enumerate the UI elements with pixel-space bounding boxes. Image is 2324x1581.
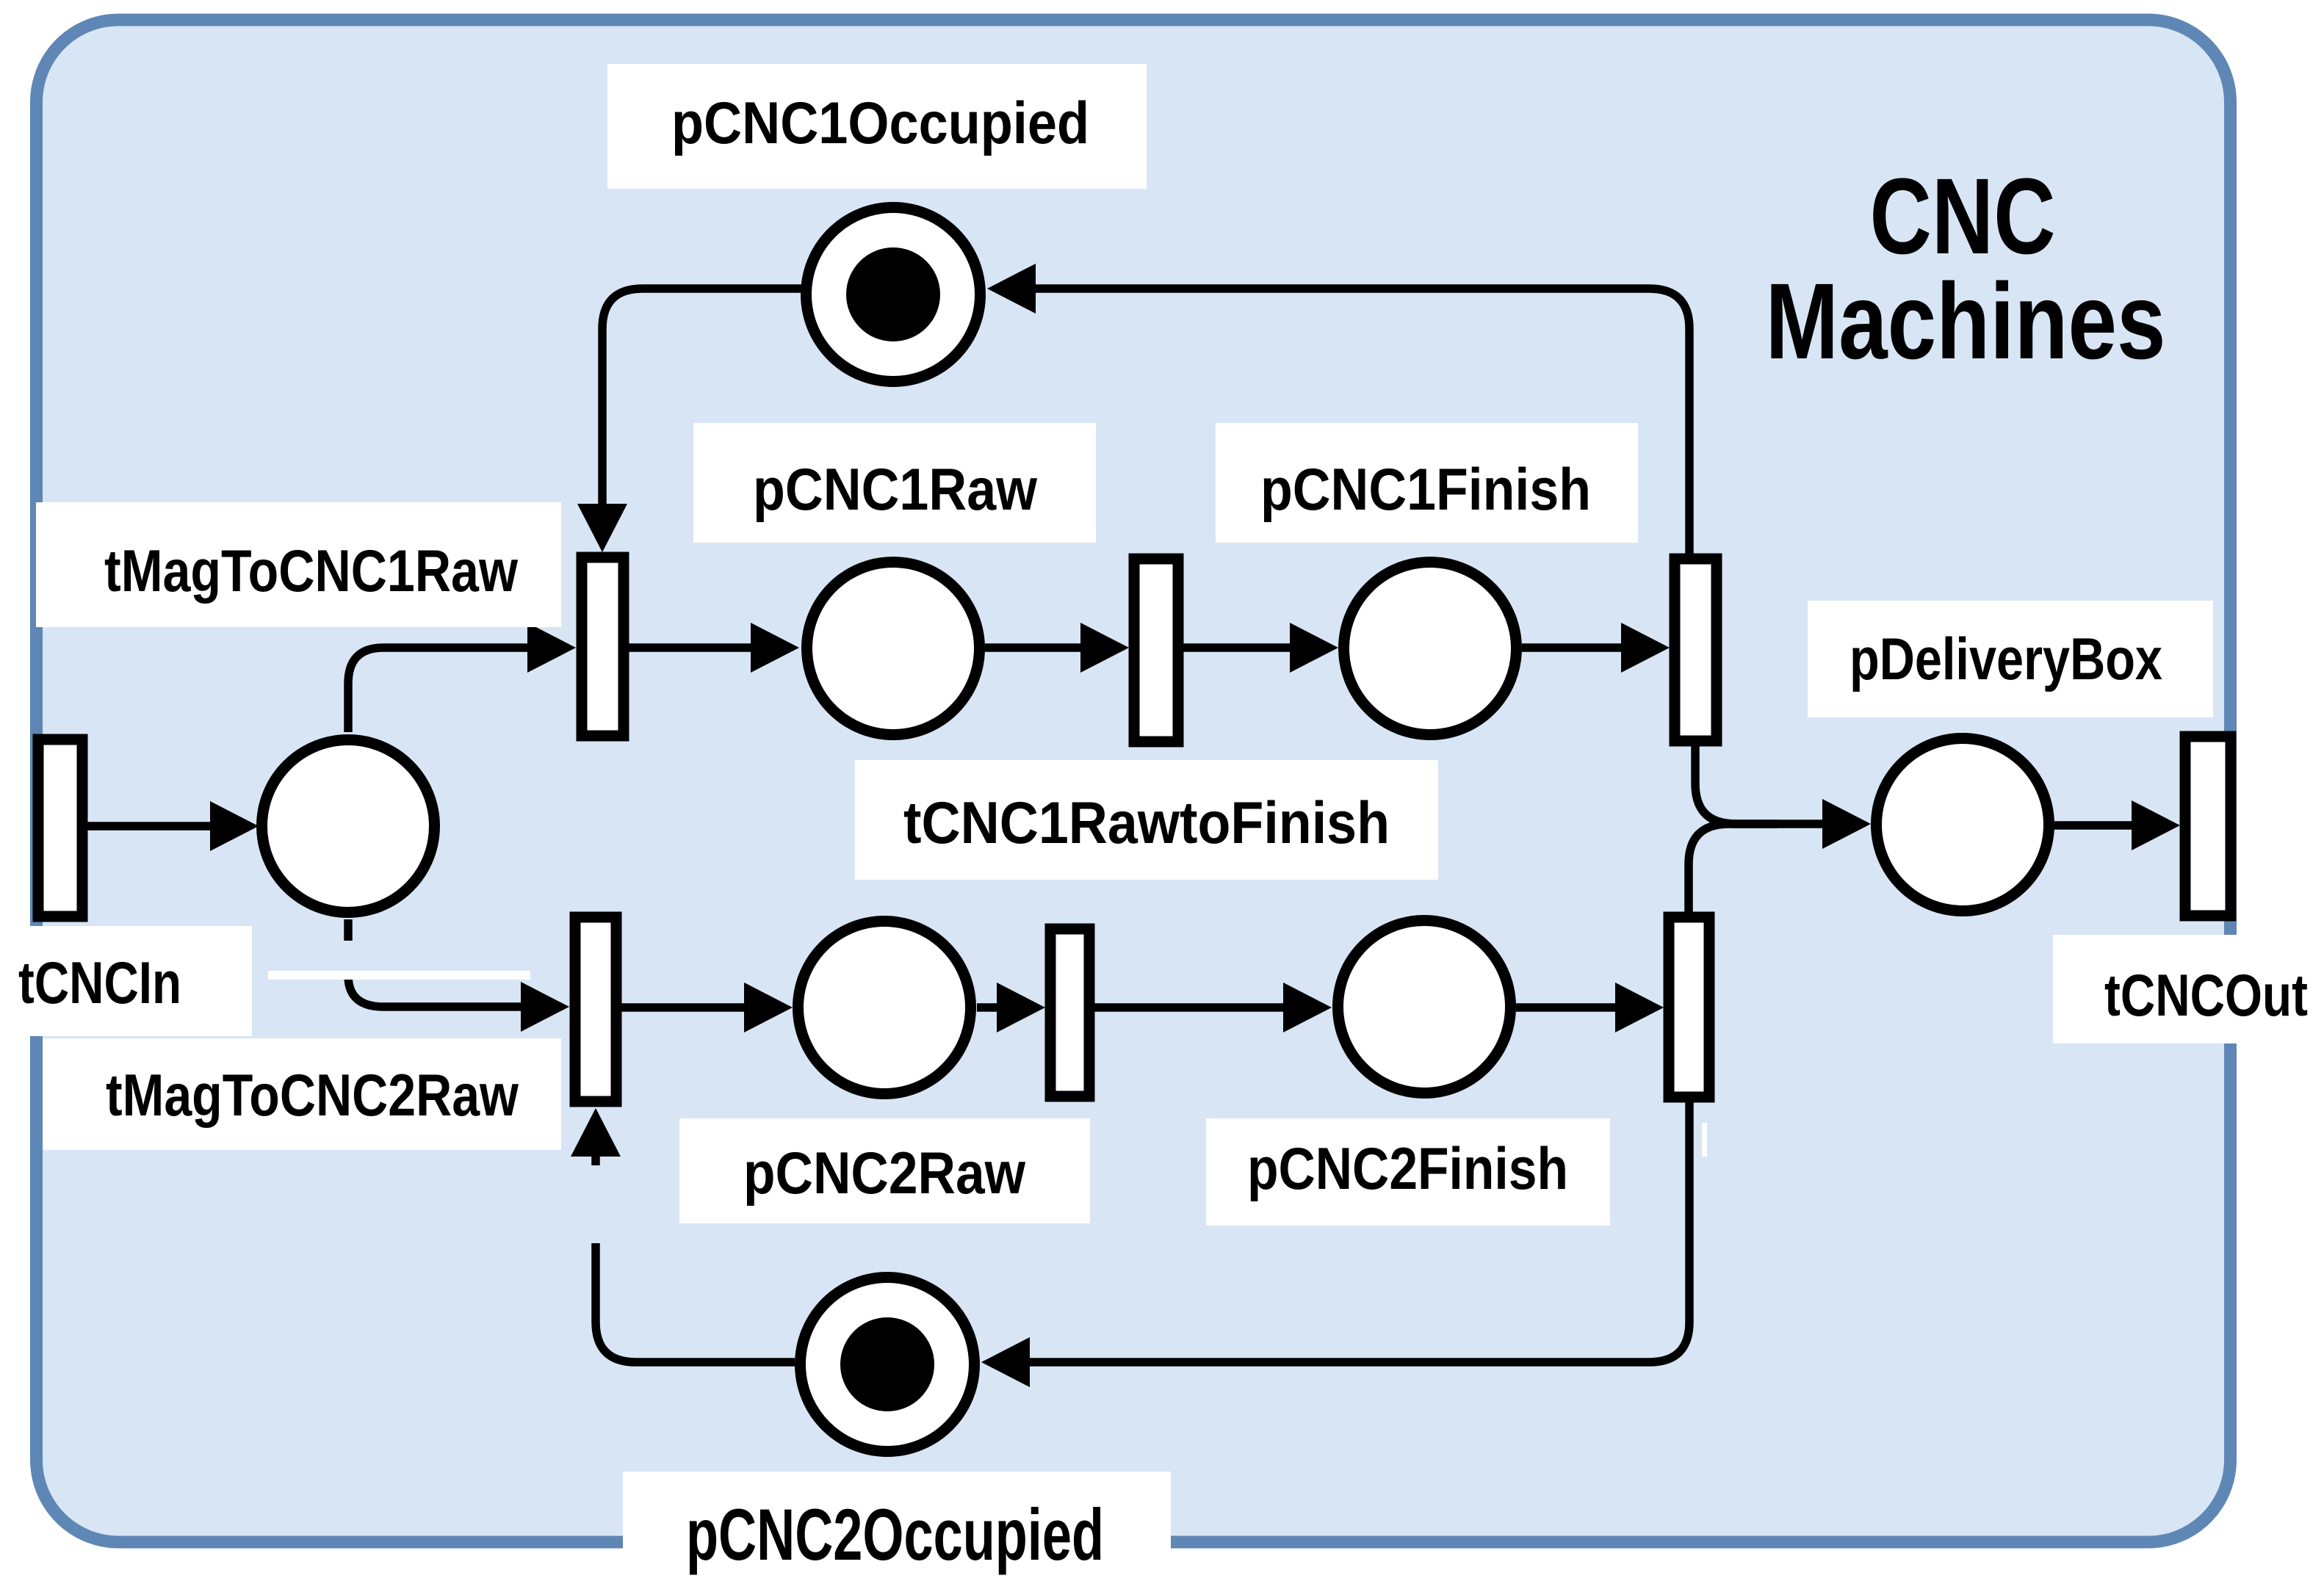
svg-text:tMagToCNC1Raw: tMagToCNC1Raw — [104, 538, 519, 604]
svg-text:pCNC2Occupied: pCNC2Occupied — [686, 1494, 1104, 1575]
svg-text:pCNC1Raw: pCNC1Raw — [753, 457, 1038, 523]
svg-text:tCNCIn: tCNCIn — [18, 950, 181, 1016]
svg-text:Machines: Machines — [1766, 261, 2166, 382]
svg-text:pDeliveryBox: pDeliveryBox — [1850, 626, 2162, 692]
svg-text:tCNC1RawtoFinish: tCNC1RawtoFinish — [903, 790, 1390, 856]
svg-text:pCNC2Finish: pCNC2Finish — [1247, 1136, 1568, 1202]
svg-text:pCNC1Occupied: pCNC1Occupied — [671, 90, 1089, 156]
svg-text:pCNC1Finish: pCNC1Finish — [1260, 457, 1591, 523]
svg-text:CNC: CNC — [1870, 156, 2056, 277]
svg-text:tMagToCNC2Raw: tMagToCNC2Raw — [106, 1063, 519, 1129]
svg-text:pCNC2Raw: pCNC2Raw — [743, 1140, 1026, 1206]
svg-text:tCNCOut: tCNCOut — [2104, 963, 2308, 1029]
